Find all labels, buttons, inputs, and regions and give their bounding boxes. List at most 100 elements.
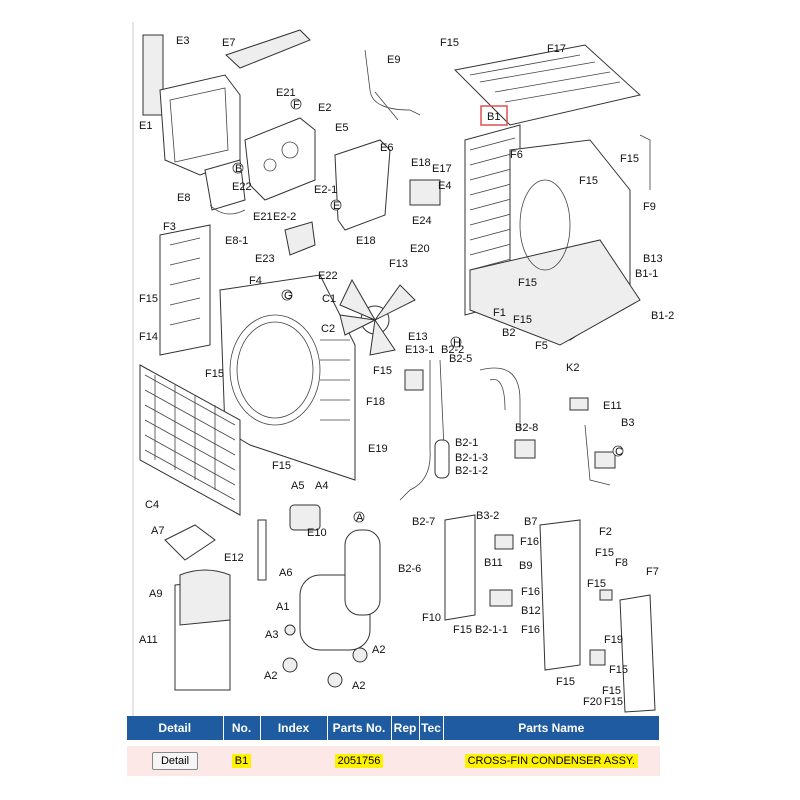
label-F15-d: F15 bbox=[139, 293, 158, 305]
valve-and-panel-parts bbox=[444, 514, 656, 713]
label-E21-b: E21 bbox=[253, 211, 273, 223]
label-F15-p: F15 bbox=[604, 696, 623, 708]
parts-no-cell: 2051756 bbox=[327, 746, 391, 776]
label-E22-b: E22 bbox=[318, 270, 338, 282]
table-header-row: Detail No. Index Parts No. Rep Tec Parts… bbox=[127, 716, 660, 740]
label-F3: F3 bbox=[163, 221, 176, 233]
label-B2-6: B2-6 bbox=[398, 563, 421, 575]
label-E7: E7 bbox=[222, 37, 235, 49]
label-E3: E3 bbox=[176, 35, 189, 47]
col-header-detail: Detail bbox=[127, 716, 224, 740]
marker-E: E bbox=[333, 200, 340, 212]
label-B2-8: B2-8 bbox=[515, 422, 538, 434]
label-E2-2: E2-2 bbox=[273, 211, 296, 223]
label-F5: F5 bbox=[535, 340, 548, 352]
label-B3-2: B3-2 bbox=[476, 510, 499, 522]
piping-parts bbox=[399, 359, 616, 501]
front-panel-parts bbox=[139, 224, 416, 516]
label-A3: A3 bbox=[265, 629, 278, 641]
col-header-rep: Rep bbox=[391, 716, 420, 740]
label-A1: A1 bbox=[276, 601, 289, 613]
label-B7: B7 bbox=[524, 516, 537, 528]
label-F9: F9 bbox=[643, 201, 656, 213]
parts-table: Detail No. Index Parts No. Rep Tec Parts… bbox=[127, 716, 660, 776]
label-F14: F14 bbox=[139, 331, 158, 343]
label-A2: A2 bbox=[372, 644, 385, 656]
label-A4: A4 bbox=[315, 480, 328, 492]
label-A5: A5 bbox=[291, 480, 304, 492]
label-E10: E10 bbox=[307, 527, 327, 539]
label-F6: F6 bbox=[510, 149, 523, 161]
label-C2: C2 bbox=[321, 323, 335, 335]
label-B2-1-3: B2-1-3 bbox=[455, 452, 488, 464]
label-B2-1-2: B2-1-2 bbox=[455, 465, 488, 477]
compressor-parts bbox=[164, 504, 381, 691]
detail-button[interactable]: Detail bbox=[151, 752, 199, 770]
label-E9: E9 bbox=[387, 54, 400, 66]
label-C4: C4 bbox=[145, 499, 159, 511]
label-B2-2: B2-2 bbox=[441, 344, 464, 356]
label-A11: A11 bbox=[139, 634, 158, 646]
label-E17: E17 bbox=[432, 163, 452, 175]
label-B2: B2 bbox=[502, 327, 515, 339]
label-F10: F10 bbox=[422, 612, 441, 624]
label-E8-1: E8-1 bbox=[225, 235, 248, 247]
parts-name-value: CROSS-FIN CONDENSER ASSY. bbox=[464, 754, 638, 768]
label-E18: E18 bbox=[411, 157, 431, 169]
label-F15-e: F15 bbox=[518, 277, 537, 289]
control-box-parts bbox=[142, 29, 441, 256]
label-B9: B9 bbox=[519, 560, 532, 572]
label-E2: E2 bbox=[318, 102, 331, 114]
label-F2: F2 bbox=[599, 526, 612, 538]
label-E5: E5 bbox=[335, 122, 348, 134]
label-E19: E19 bbox=[368, 443, 388, 455]
label-F16: F16 bbox=[520, 536, 539, 548]
label-F15-n: F15 bbox=[556, 676, 575, 688]
index-cell bbox=[260, 746, 327, 776]
label-E6: E6 bbox=[380, 142, 393, 154]
label-B2-1: B2-1 bbox=[455, 437, 478, 449]
label-F19: F19 bbox=[604, 634, 623, 646]
label-A7: A7 bbox=[151, 525, 164, 537]
part-no-value: B1 bbox=[231, 754, 252, 768]
label-A2-b: A2 bbox=[264, 670, 277, 682]
b1-callout-box bbox=[480, 105, 508, 126]
part-labels: E3 E7 E9 F15 F17 E21 E2 E1 E5 B1 E6 E18 … bbox=[139, 35, 674, 708]
label-B11: B11 bbox=[484, 557, 503, 569]
rep-cell bbox=[391, 746, 419, 776]
marker-A: A bbox=[356, 512, 364, 524]
label-F15-g: F15 bbox=[205, 368, 224, 380]
label-F15-l: F15 bbox=[453, 624, 472, 636]
marker-G: G bbox=[284, 290, 293, 302]
parts-name-cell: CROSS-FIN CONDENSER ASSY. bbox=[443, 746, 660, 776]
label-A9: A9 bbox=[149, 588, 162, 600]
label-F15-j: F15 bbox=[595, 547, 614, 559]
label-B1: B1 bbox=[487, 111, 500, 123]
label-F8: F8 bbox=[615, 557, 628, 569]
label-B12: B12 bbox=[521, 605, 541, 617]
label-E18-b: E18 bbox=[356, 235, 376, 247]
label-B13: B13 bbox=[643, 253, 663, 265]
label-F16-b: F16 bbox=[521, 586, 540, 598]
col-header-no: No. bbox=[223, 716, 261, 740]
diagram-svg: E3 E7 E9 F15 F17 E21 E2 E1 E5 B1 E6 E18 … bbox=[132, 22, 674, 716]
no-cell: B1 bbox=[223, 746, 260, 776]
label-B1-2: B1-2 bbox=[651, 310, 674, 322]
label-B1-1: B1-1 bbox=[635, 268, 658, 280]
label-E13-1: E13-1 bbox=[405, 344, 434, 356]
label-E4: E4 bbox=[438, 180, 451, 192]
label-F15-c: F15 bbox=[620, 153, 639, 165]
label-F17: F17 bbox=[547, 43, 566, 55]
label-F15-b: F15 bbox=[579, 175, 598, 187]
marker-F: F bbox=[293, 99, 300, 111]
label-E20: E20 bbox=[410, 243, 430, 255]
label-F15-h: F15 bbox=[373, 365, 392, 377]
label-E8: E8 bbox=[177, 192, 190, 204]
label-F16-c: F16 bbox=[521, 624, 540, 636]
label-F20: F20 bbox=[583, 696, 602, 708]
tec-cell bbox=[419, 746, 443, 776]
label-E23: E23 bbox=[255, 253, 275, 265]
detail-cell: Detail bbox=[127, 746, 223, 776]
label-A6: A6 bbox=[279, 567, 292, 579]
table-row[interactable]: Detail B1 2051756 CROSS-FIN CONDENSER AS… bbox=[127, 746, 660, 776]
